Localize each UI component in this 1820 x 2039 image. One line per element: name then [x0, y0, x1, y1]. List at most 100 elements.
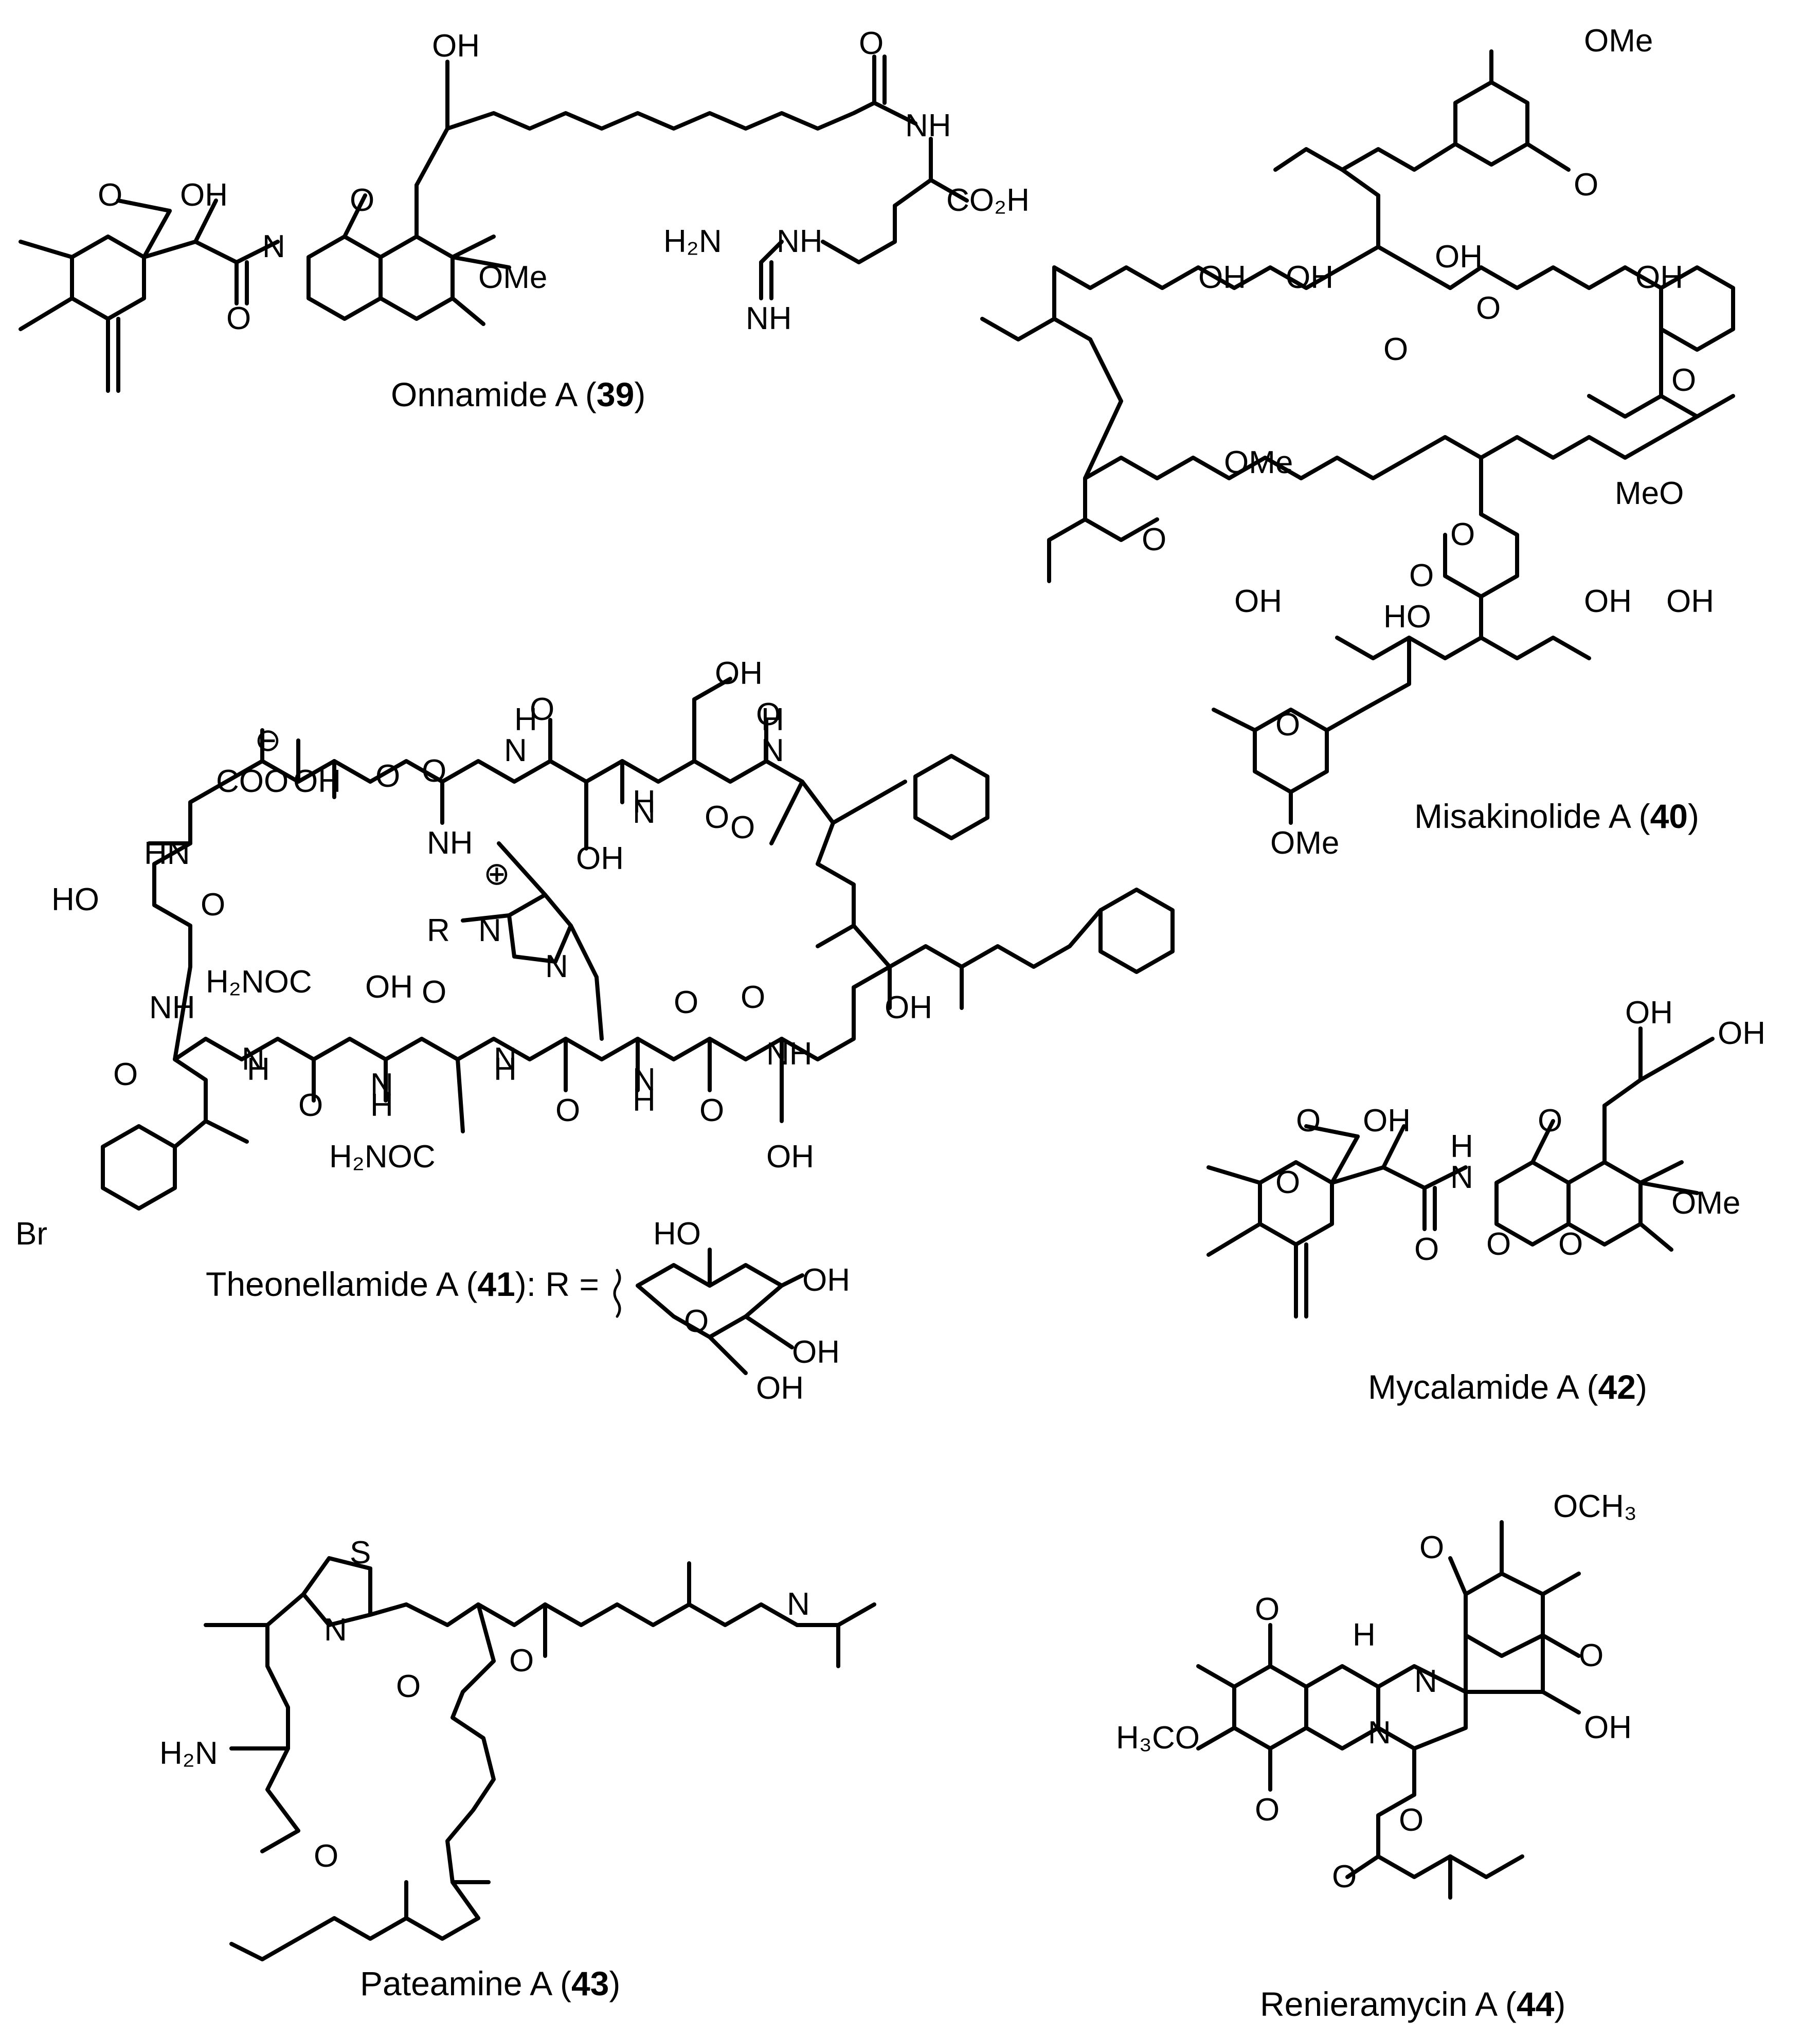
oh-label: OH: [1435, 239, 1483, 275]
ome-label: OMe: [478, 260, 547, 295]
nh-label: NH: [905, 108, 951, 143]
o-label: O: [1414, 1232, 1439, 1267]
o-label: O: [201, 887, 225, 923]
o-label: O: [1399, 1802, 1423, 1838]
pateamine-a-structure: S N N O O H₂N O Pateamine A (43): [159, 1535, 876, 2002]
pateamine-a-caption: Pateamine A (43): [360, 1964, 620, 2002]
hn-label: HN: [144, 836, 190, 871]
nh-label: NH: [149, 990, 195, 1025]
o-label: O: [699, 1093, 724, 1128]
ho-label: HO: [1383, 599, 1431, 635]
o-label: O: [684, 1304, 709, 1339]
n-label: N: [504, 733, 527, 768]
o-label: O: [1450, 517, 1475, 552]
oh-label: OH: [766, 1139, 814, 1175]
onnamide-a-caption: Onnamide A (39): [391, 375, 645, 413]
mycalamide-a-structure: OH OH O OH H N O O O OMe O O Mycalamide …: [1206, 995, 1765, 1406]
coo-label: COO: [216, 764, 289, 799]
oh-label: OH: [1234, 584, 1282, 619]
ome-label: OMe: [1671, 1185, 1740, 1221]
oh-label: OH: [365, 969, 413, 1005]
o-label: O: [1142, 522, 1166, 557]
oh-label: OH: [792, 1334, 840, 1370]
o-label: O: [555, 1093, 580, 1128]
r-label: R: [427, 913, 450, 948]
o-label: O: [1486, 1226, 1511, 1262]
o-label: O: [1671, 363, 1696, 398]
n-label: N: [761, 733, 784, 768]
oh-label: OH: [293, 764, 341, 799]
o-label: O: [1574, 167, 1598, 203]
o-label: O: [730, 810, 755, 845]
oh-label: OH: [802, 1262, 850, 1298]
theonellamide-a-structure: OH O O H H N N O H N O O COO ⊖ OH O NH O…: [15, 656, 1175, 1406]
n-label: N: [478, 913, 501, 948]
n-label: N: [1414, 1664, 1437, 1699]
oh-label: OH: [1635, 260, 1683, 295]
nh-label: NH: [427, 825, 473, 861]
onnamide-a-structure: OH O NH CO₂H H₂N NH NH O OH O N OMe O On…: [19, 26, 1030, 413]
br-label: Br: [15, 1216, 47, 1252]
n-label: N: [1368, 1715, 1391, 1751]
h-label: H: [633, 784, 656, 820]
o-label: O: [1275, 1165, 1300, 1200]
oh-label: OH: [576, 841, 624, 876]
o-label: O: [298, 1088, 323, 1123]
o-label: O: [756, 697, 781, 732]
o-label: O: [1275, 707, 1300, 743]
nh-label: NH: [766, 1036, 813, 1072]
plus-label: ⊕: [483, 856, 510, 892]
o-label: O: [226, 301, 251, 336]
o-label: O: [1558, 1226, 1583, 1262]
oh-label: OH: [1286, 260, 1334, 295]
o-label: O: [1332, 1859, 1357, 1894]
n-label: N: [494, 1041, 517, 1077]
n-label: N: [370, 1067, 393, 1103]
o-label: O: [375, 759, 400, 794]
o-label: O: [350, 183, 374, 218]
oh-label: OH: [885, 990, 932, 1025]
o-label: O: [422, 753, 446, 789]
h-label: H: [633, 1082, 656, 1118]
oh-label: OH: [756, 1370, 804, 1406]
misakinolide-a-caption: Misakinolide A (40): [1414, 797, 1699, 835]
o-label: O: [1538, 1103, 1562, 1139]
theonellamide-a-caption: Theonellamide A (41): R =: [206, 1265, 599, 1303]
n-label: N: [787, 1586, 810, 1622]
n-label: N: [262, 229, 285, 264]
oh-label: OH: [1363, 1103, 1411, 1139]
o-label: O: [859, 26, 884, 61]
renieramycin-a-structure: OCH₃ O O O H N N OH H₃CO O O O Renieramy…: [1116, 1489, 1637, 2023]
h-label: H: [514, 702, 537, 737]
co2h-label: CO₂H: [946, 183, 1030, 218]
oh-label: OH: [1666, 584, 1714, 619]
h2noc-label: H₂NOC: [206, 964, 312, 1000]
o-label: O: [705, 800, 729, 835]
h-label: H: [494, 1052, 517, 1087]
mycalamide-a-caption: Mycalamide A (42): [1368, 1368, 1647, 1406]
h-label: H: [1353, 1617, 1376, 1653]
o-label: O: [509, 1643, 534, 1679]
o-label: O: [1296, 1103, 1321, 1139]
oh-label: OH: [432, 28, 480, 64]
minus-label: ⊖: [255, 723, 281, 758]
n-label: N: [633, 1062, 656, 1097]
ho-label: HO: [653, 1216, 701, 1252]
o-label: O: [314, 1838, 338, 1874]
n-label: N: [1450, 1160, 1473, 1195]
renieramycin-a-caption: Renieramycin A (44): [1260, 1985, 1565, 2023]
ho-label: HO: [51, 882, 99, 917]
o-label: O: [674, 985, 698, 1020]
misakinolide-a-structure: OMe O OH OH OH O O OH O OMe MeO O O O OH…: [980, 23, 1735, 861]
o-label: O: [98, 177, 122, 213]
h-label: H: [1450, 1129, 1473, 1164]
oh-label: OH: [715, 656, 763, 691]
n-label: N: [324, 1612, 347, 1648]
oh-label: OH: [1584, 1710, 1632, 1745]
o-label: O: [422, 975, 446, 1010]
o-label: O: [1476, 291, 1501, 326]
o-label: O: [113, 1057, 138, 1092]
oh-label: OH: [1584, 584, 1632, 619]
o-label: O: [1419, 1530, 1444, 1565]
o-label: O: [741, 980, 765, 1015]
